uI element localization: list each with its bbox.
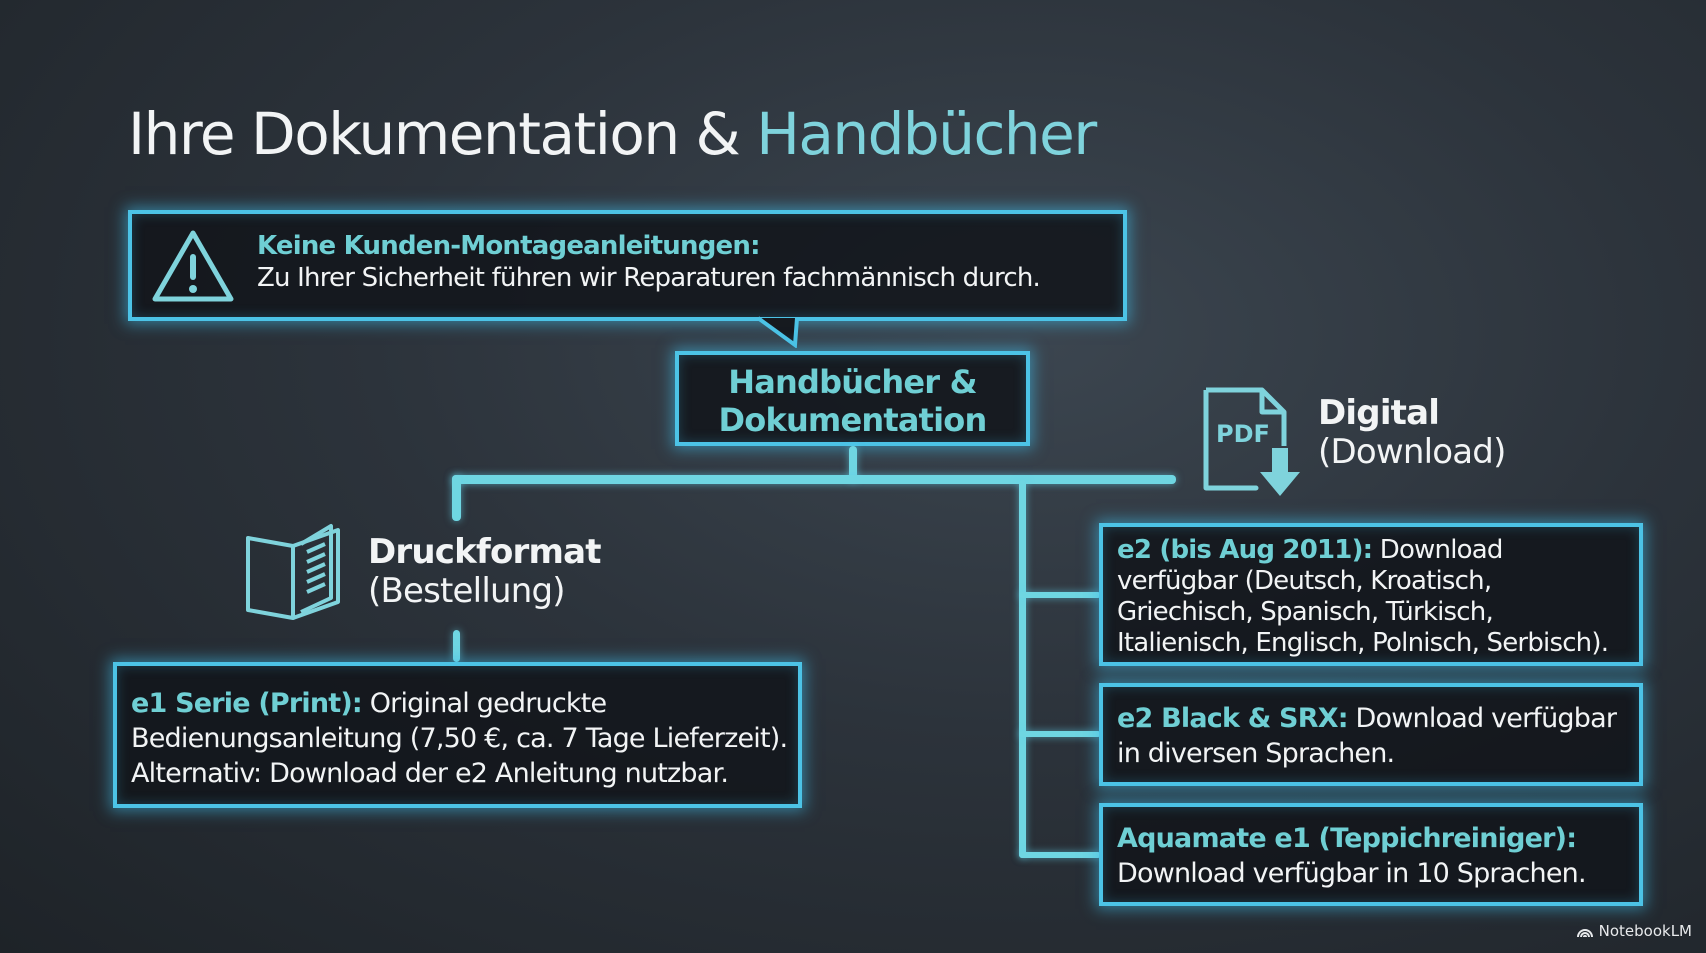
item-text: Download verfügbar — [1355, 703, 1617, 734]
print-box-label: e1 Serie (Print): — [131, 688, 363, 719]
connector — [1019, 731, 1101, 737]
item-label: Aquamate e1 (Teppichreiniger): — [1117, 823, 1577, 854]
pdf-download-icon: PDF — [1203, 387, 1300, 496]
callout-tail — [756, 316, 799, 348]
connector — [1019, 852, 1101, 858]
connector — [453, 630, 460, 662]
svg-text:PDF: PDF — [1216, 420, 1270, 448]
connector — [1019, 480, 1026, 858]
print-box-line2: Bedienungsanleitung (7,50 €, ca. 7 Tage … — [131, 723, 788, 754]
print-box-line3: Alternativ: Download der e2 Anleitung nu… — [131, 758, 729, 789]
print-subtitle: (Bestellung) — [368, 571, 566, 611]
page-title: Ihre Dokumentation & Handbücher — [128, 100, 1097, 168]
watermark-text: NotebookLM — [1598, 922, 1692, 940]
center-node: Handbücher & Dokumentation — [675, 351, 1030, 446]
book-icon — [246, 524, 340, 620]
item-rest: Download verfügbar in 10 Sprachen. — [1117, 858, 1587, 889]
title-accent: Handbücher — [756, 100, 1097, 168]
item-label: e2 Black & SRX: — [1117, 703, 1349, 734]
warning-title: Keine Kunden-Montageanleitungen: — [257, 231, 760, 261]
connector — [452, 475, 461, 521]
print-box-text: Original gedruckte — [369, 688, 607, 719]
item-rest: (Deutsch, Kroatisch, Griechisch, Spanisc… — [1117, 566, 1609, 658]
digital-subtitle: (Download) — [1318, 432, 1506, 472]
title-main: Ihre Dokumentation & — [128, 100, 741, 168]
item-label: e2 (bis Aug 2011): — [1117, 535, 1373, 565]
watermark: NotebookLM — [1576, 922, 1692, 940]
digital-item-e2: e2 (bis Aug 2011): Download verfügbar (D… — [1099, 523, 1643, 666]
item-rest: in diversen Sprachen. — [1117, 738, 1395, 769]
warning-triangle-icon — [152, 230, 234, 302]
print-title: Druckformat — [368, 532, 602, 572]
warning-callout: Keine Kunden-Montageanleitungen: Zu Ihre… — [128, 210, 1127, 321]
connector — [1019, 592, 1101, 598]
print-box: e1 Serie (Print): Original gedruckte Bed… — [113, 662, 802, 808]
warning-text: Zu Ihrer Sicherheit führen wir Reparatur… — [257, 263, 1041, 293]
digital-item-aquamate: Aquamate e1 (Teppichreiniger): Download v… — [1099, 803, 1643, 906]
digital-item-e2-black-srx: e2 Black & SRX: Download verfügbar in div… — [1099, 683, 1643, 786]
center-title-line1: Handbücher & — [728, 363, 977, 401]
item-text: Download verfügbar — [1117, 535, 1503, 596]
center-title-line2: Dokumentation — [718, 401, 988, 439]
connector — [849, 446, 857, 482]
notebooklm-logo-icon — [1576, 929, 1593, 938]
digital-title: Digital — [1318, 393, 1440, 433]
connector — [452, 475, 1176, 484]
